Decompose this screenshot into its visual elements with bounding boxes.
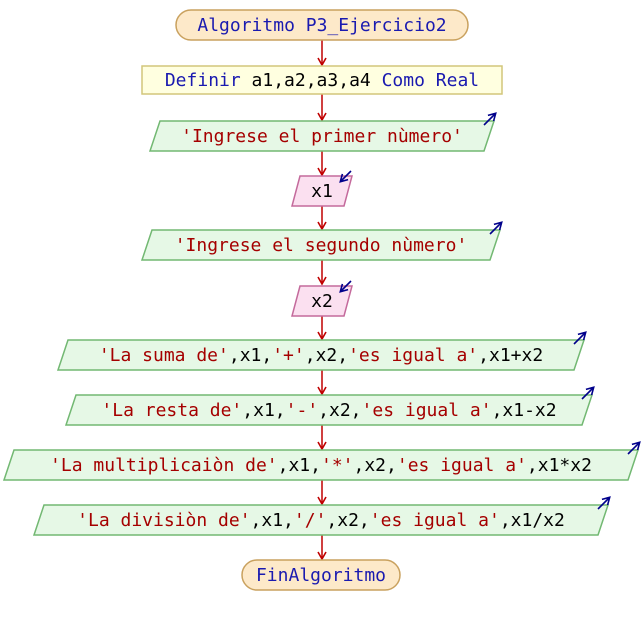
output-node-4[interactable]: 'La resta de',x1,'-',x2,'es igual a',x1-… bbox=[64, 386, 595, 426]
input-arrow-icon bbox=[339, 170, 352, 183]
output-node-6[interactable]: 'La divisiòn de',x1,'/',x2,'es igual a',… bbox=[32, 496, 611, 536]
input-node-1[interactable]: x1 bbox=[291, 170, 353, 207]
output-arrow-icon bbox=[483, 112, 497, 126]
output-node-1[interactable]: 'Ingrese el primer nùmero' bbox=[148, 112, 497, 152]
end-node[interactable]: FinAlgoritmo bbox=[241, 559, 401, 591]
output-arrow-icon bbox=[597, 496, 611, 510]
output-1-label: 'Ingrese el primer nùmero' bbox=[181, 126, 463, 147]
output-node-2[interactable]: 'Ingrese el segundo nùmero' bbox=[140, 221, 503, 261]
output-node-5[interactable]: 'La multiplicaiòn de',x1,'*',x2,'es igua… bbox=[2, 441, 641, 481]
input-2-label: x2 bbox=[311, 291, 333, 312]
define-node[interactable]: Definir a1,a2,a3,a4 Como Real bbox=[141, 65, 503, 95]
define-vars: a1,a2,a3,a4 bbox=[241, 70, 382, 91]
define-label: Definir a1,a2,a3,a4 Como Real bbox=[165, 70, 479, 91]
output-arrow-icon bbox=[489, 221, 503, 235]
define-keyword: Definir bbox=[165, 70, 241, 91]
output-4-label: 'La resta de',x1,'-',x2,'es igual a',x1-… bbox=[101, 400, 556, 421]
input-arrow-icon bbox=[339, 280, 352, 293]
output-2-label: 'Ingrese el segundo nùmero' bbox=[175, 235, 468, 256]
output-arrow-icon bbox=[573, 331, 587, 345]
input-1-label: x1 bbox=[311, 181, 333, 202]
define-type: Como Real bbox=[382, 70, 480, 91]
input-node-2[interactable]: x2 bbox=[291, 280, 353, 317]
output-5-label: 'La multiplicaiòn de',x1,'*',x2,'es igua… bbox=[50, 455, 592, 476]
end-label: FinAlgoritmo bbox=[256, 565, 386, 586]
output-arrow-icon bbox=[581, 386, 595, 400]
output-3-label: 'La suma de',x1,'+',x2,'es igual a',x1+x… bbox=[99, 345, 543, 366]
output-node-3[interactable]: 'La suma de',x1,'+',x2,'es igual a',x1+x… bbox=[56, 331, 587, 371]
output-arrow-icon bbox=[627, 441, 641, 455]
start-label: Algoritmo P3_Ejercicio2 bbox=[197, 15, 446, 36]
start-node[interactable]: Algoritmo P3_Ejercicio2 bbox=[175, 9, 469, 41]
output-6-label: 'La divisiòn de',x1,'/',x2,'es igual a',… bbox=[77, 510, 565, 531]
